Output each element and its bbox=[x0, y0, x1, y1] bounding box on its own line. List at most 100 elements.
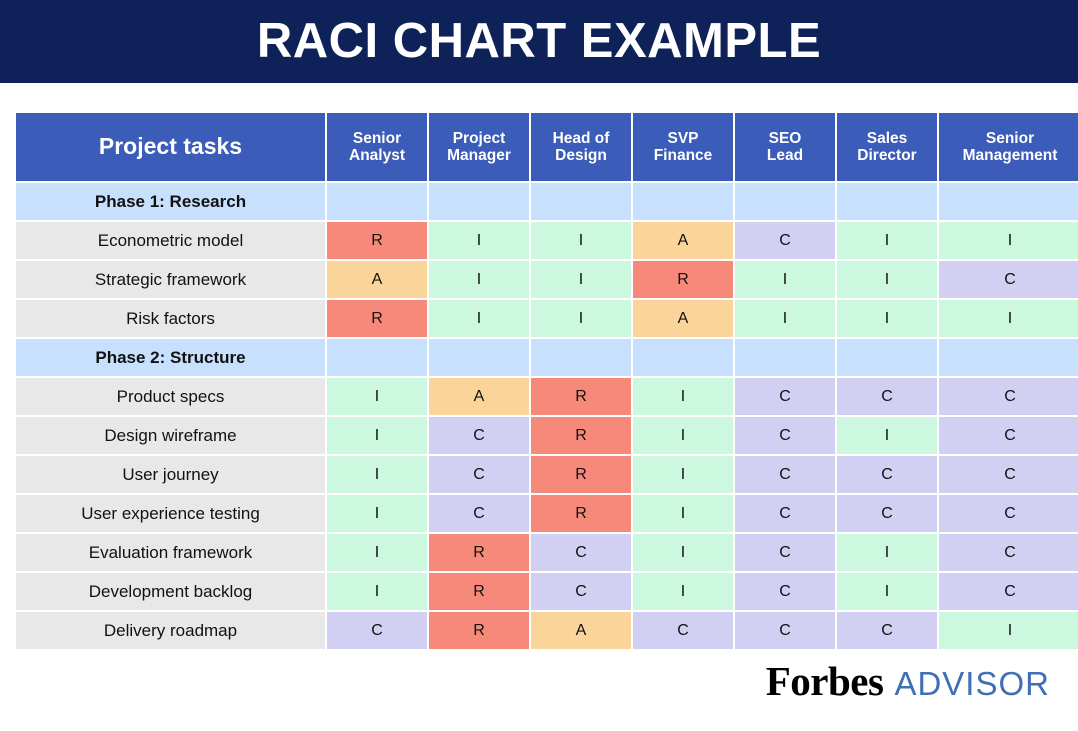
raci-cell-development-backlog-head-of-design[interactable]: C bbox=[531, 573, 631, 610]
raci-cell-product-specs-project-manager[interactable]: A bbox=[429, 378, 529, 415]
raci-cell-product-specs-senior-management[interactable]: C bbox=[939, 378, 1078, 415]
raci-cell-strategic-framework-sales-director[interactable]: I bbox=[837, 261, 937, 298]
raci-cell-delivery-roadmap-seo-lead[interactable]: C bbox=[735, 612, 835, 649]
task-label-product-specs[interactable]: Product specs bbox=[16, 378, 325, 415]
task-label-user-experience-testing[interactable]: User experience testing bbox=[16, 495, 325, 532]
raci-cell-user-journey-project-manager[interactable]: C bbox=[429, 456, 529, 493]
raci-cell-development-backlog-senior-management[interactable]: C bbox=[939, 573, 1078, 610]
raci-cell-evaluation-framework-sales-director[interactable]: I bbox=[837, 534, 937, 571]
raci-cell-user-journey-senior-management[interactable]: C bbox=[939, 456, 1078, 493]
raci-cell-risk-factors-project-manager[interactable]: I bbox=[429, 300, 529, 337]
raci-cell-evaluation-framework-seo-lead[interactable]: C bbox=[735, 534, 835, 571]
raci-cell-delivery-roadmap-senior-management[interactable]: I bbox=[939, 612, 1078, 649]
raci-cell-strategic-framework-senior-analyst[interactable]: A bbox=[327, 261, 427, 298]
phase-label-phase-1-research[interactable]: Phase 1: Research bbox=[16, 183, 325, 220]
raci-cell-evaluation-framework-project-manager[interactable]: R bbox=[429, 534, 529, 571]
raci-cell-product-specs-seo-lead[interactable]: C bbox=[735, 378, 835, 415]
raci-cell-development-backlog-sales-director[interactable]: I bbox=[837, 573, 937, 610]
raci-cell-econometric-model-senior-analyst[interactable]: R bbox=[327, 222, 427, 259]
raci-cell-design-wireframe-senior-analyst[interactable]: I bbox=[327, 417, 427, 454]
raci-cell-phase-2-structure-head-of-design[interactable] bbox=[531, 339, 631, 376]
raci-cell-strategic-framework-project-manager[interactable]: I bbox=[429, 261, 529, 298]
raci-cell-development-backlog-senior-analyst[interactable]: I bbox=[327, 573, 427, 610]
raci-cell-phase-2-structure-senior-analyst[interactable] bbox=[327, 339, 427, 376]
raci-cell-econometric-model-project-manager[interactable]: I bbox=[429, 222, 529, 259]
raci-cell-strategic-framework-senior-management[interactable]: C bbox=[939, 261, 1078, 298]
raci-cell-risk-factors-senior-management[interactable]: I bbox=[939, 300, 1078, 337]
raci-cell-user-experience-testing-project-manager[interactable]: C bbox=[429, 495, 529, 532]
raci-cell-evaluation-framework-senior-management[interactable]: C bbox=[939, 534, 1078, 571]
raci-cell-phase-2-structure-seo-lead[interactable] bbox=[735, 339, 835, 376]
raci-cell-econometric-model-head-of-design[interactable]: I bbox=[531, 222, 631, 259]
raci-cell-user-journey-seo-lead[interactable]: C bbox=[735, 456, 835, 493]
raci-cell-econometric-model-seo-lead[interactable]: C bbox=[735, 222, 835, 259]
task-label-risk-factors[interactable]: Risk factors bbox=[16, 300, 325, 337]
raci-cell-delivery-roadmap-sales-director[interactable]: C bbox=[837, 612, 937, 649]
raci-cell-product-specs-sales-director[interactable]: C bbox=[837, 378, 937, 415]
raci-cell-design-wireframe-project-manager[interactable]: C bbox=[429, 417, 529, 454]
task-label-econometric-model[interactable]: Econometric model bbox=[16, 222, 325, 259]
task-label-user-journey[interactable]: User journey bbox=[16, 456, 325, 493]
raci-cell-delivery-roadmap-svp-finance[interactable]: C bbox=[633, 612, 733, 649]
raci-cell-phase-2-structure-senior-management[interactable] bbox=[939, 339, 1078, 376]
task-label-design-wireframe[interactable]: Design wireframe bbox=[16, 417, 325, 454]
raci-cell-product-specs-head-of-design[interactable]: R bbox=[531, 378, 631, 415]
raci-cell-econometric-model-svp-finance[interactable]: A bbox=[633, 222, 733, 259]
raci-cell-development-backlog-project-manager[interactable]: R bbox=[429, 573, 529, 610]
raci-cell-econometric-model-senior-management[interactable]: I bbox=[939, 222, 1078, 259]
raci-cell-delivery-roadmap-senior-analyst[interactable]: C bbox=[327, 612, 427, 649]
task-label-evaluation-framework[interactable]: Evaluation framework bbox=[16, 534, 325, 571]
raci-cell-phase-1-research-senior-management[interactable] bbox=[939, 183, 1078, 220]
column-header-project-tasks[interactable]: Project tasks bbox=[16, 113, 325, 181]
raci-cell-development-backlog-svp-finance[interactable]: I bbox=[633, 573, 733, 610]
raci-cell-development-backlog-seo-lead[interactable]: C bbox=[735, 573, 835, 610]
raci-cell-phase-1-research-sales-director[interactable] bbox=[837, 183, 937, 220]
raci-cell-strategic-framework-svp-finance[interactable]: R bbox=[633, 261, 733, 298]
task-label-delivery-roadmap[interactable]: Delivery roadmap bbox=[16, 612, 325, 649]
raci-cell-user-journey-senior-analyst[interactable]: I bbox=[327, 456, 427, 493]
raci-cell-user-experience-testing-sales-director[interactable]: C bbox=[837, 495, 937, 532]
raci-cell-phase-1-research-senior-analyst[interactable] bbox=[327, 183, 427, 220]
raci-cell-user-experience-testing-svp-finance[interactable]: I bbox=[633, 495, 733, 532]
raci-cell-phase-1-research-head-of-design[interactable] bbox=[531, 183, 631, 220]
raci-cell-user-experience-testing-seo-lead[interactable]: C bbox=[735, 495, 835, 532]
raci-cell-risk-factors-sales-director[interactable]: I bbox=[837, 300, 937, 337]
raci-cell-phase-2-structure-project-manager[interactable] bbox=[429, 339, 529, 376]
raci-cell-user-experience-testing-senior-management[interactable]: C bbox=[939, 495, 1078, 532]
raci-cell-user-journey-svp-finance[interactable]: I bbox=[633, 456, 733, 493]
raci-cell-evaluation-framework-head-of-design[interactable]: C bbox=[531, 534, 631, 571]
raci-cell-design-wireframe-svp-finance[interactable]: I bbox=[633, 417, 733, 454]
raci-cell-phase-1-research-seo-lead[interactable] bbox=[735, 183, 835, 220]
raci-cell-risk-factors-seo-lead[interactable]: I bbox=[735, 300, 835, 337]
raci-cell-delivery-roadmap-head-of-design[interactable]: A bbox=[531, 612, 631, 649]
raci-cell-phase-2-structure-sales-director[interactable] bbox=[837, 339, 937, 376]
raci-cell-strategic-framework-head-of-design[interactable]: I bbox=[531, 261, 631, 298]
raci-cell-delivery-roadmap-project-manager[interactable]: R bbox=[429, 612, 529, 649]
raci-cell-design-wireframe-head-of-design[interactable]: R bbox=[531, 417, 631, 454]
raci-cell-design-wireframe-senior-management[interactable]: C bbox=[939, 417, 1078, 454]
raci-cell-phase-2-structure-svp-finance[interactable] bbox=[633, 339, 733, 376]
raci-cell-user-journey-sales-director[interactable]: C bbox=[837, 456, 937, 493]
phase-label-phase-2-structure[interactable]: Phase 2: Structure bbox=[16, 339, 325, 376]
raci-cell-risk-factors-senior-analyst[interactable]: R bbox=[327, 300, 427, 337]
raci-cell-product-specs-senior-analyst[interactable]: I bbox=[327, 378, 427, 415]
raci-cell-phase-1-research-project-manager[interactable] bbox=[429, 183, 529, 220]
raci-cell-product-specs-svp-finance[interactable]: I bbox=[633, 378, 733, 415]
raci-cell-user-experience-testing-head-of-design[interactable]: R bbox=[531, 495, 631, 532]
raci-cell-risk-factors-svp-finance[interactable]: A bbox=[633, 300, 733, 337]
raci-cell-evaluation-framework-senior-analyst[interactable]: I bbox=[327, 534, 427, 571]
raci-cell-risk-factors-head-of-design[interactable]: I bbox=[531, 300, 631, 337]
raci-cell-user-experience-testing-senior-analyst[interactable]: I bbox=[327, 495, 427, 532]
raci-cell-design-wireframe-sales-director[interactable]: I bbox=[837, 417, 937, 454]
task-label-development-backlog[interactable]: Development backlog bbox=[16, 573, 325, 610]
raci-cell-phase-1-research-svp-finance[interactable] bbox=[633, 183, 733, 220]
raci-cell-strategic-framework-seo-lead[interactable]: I bbox=[735, 261, 835, 298]
raci-cell-design-wireframe-seo-lead[interactable]: C bbox=[735, 417, 835, 454]
